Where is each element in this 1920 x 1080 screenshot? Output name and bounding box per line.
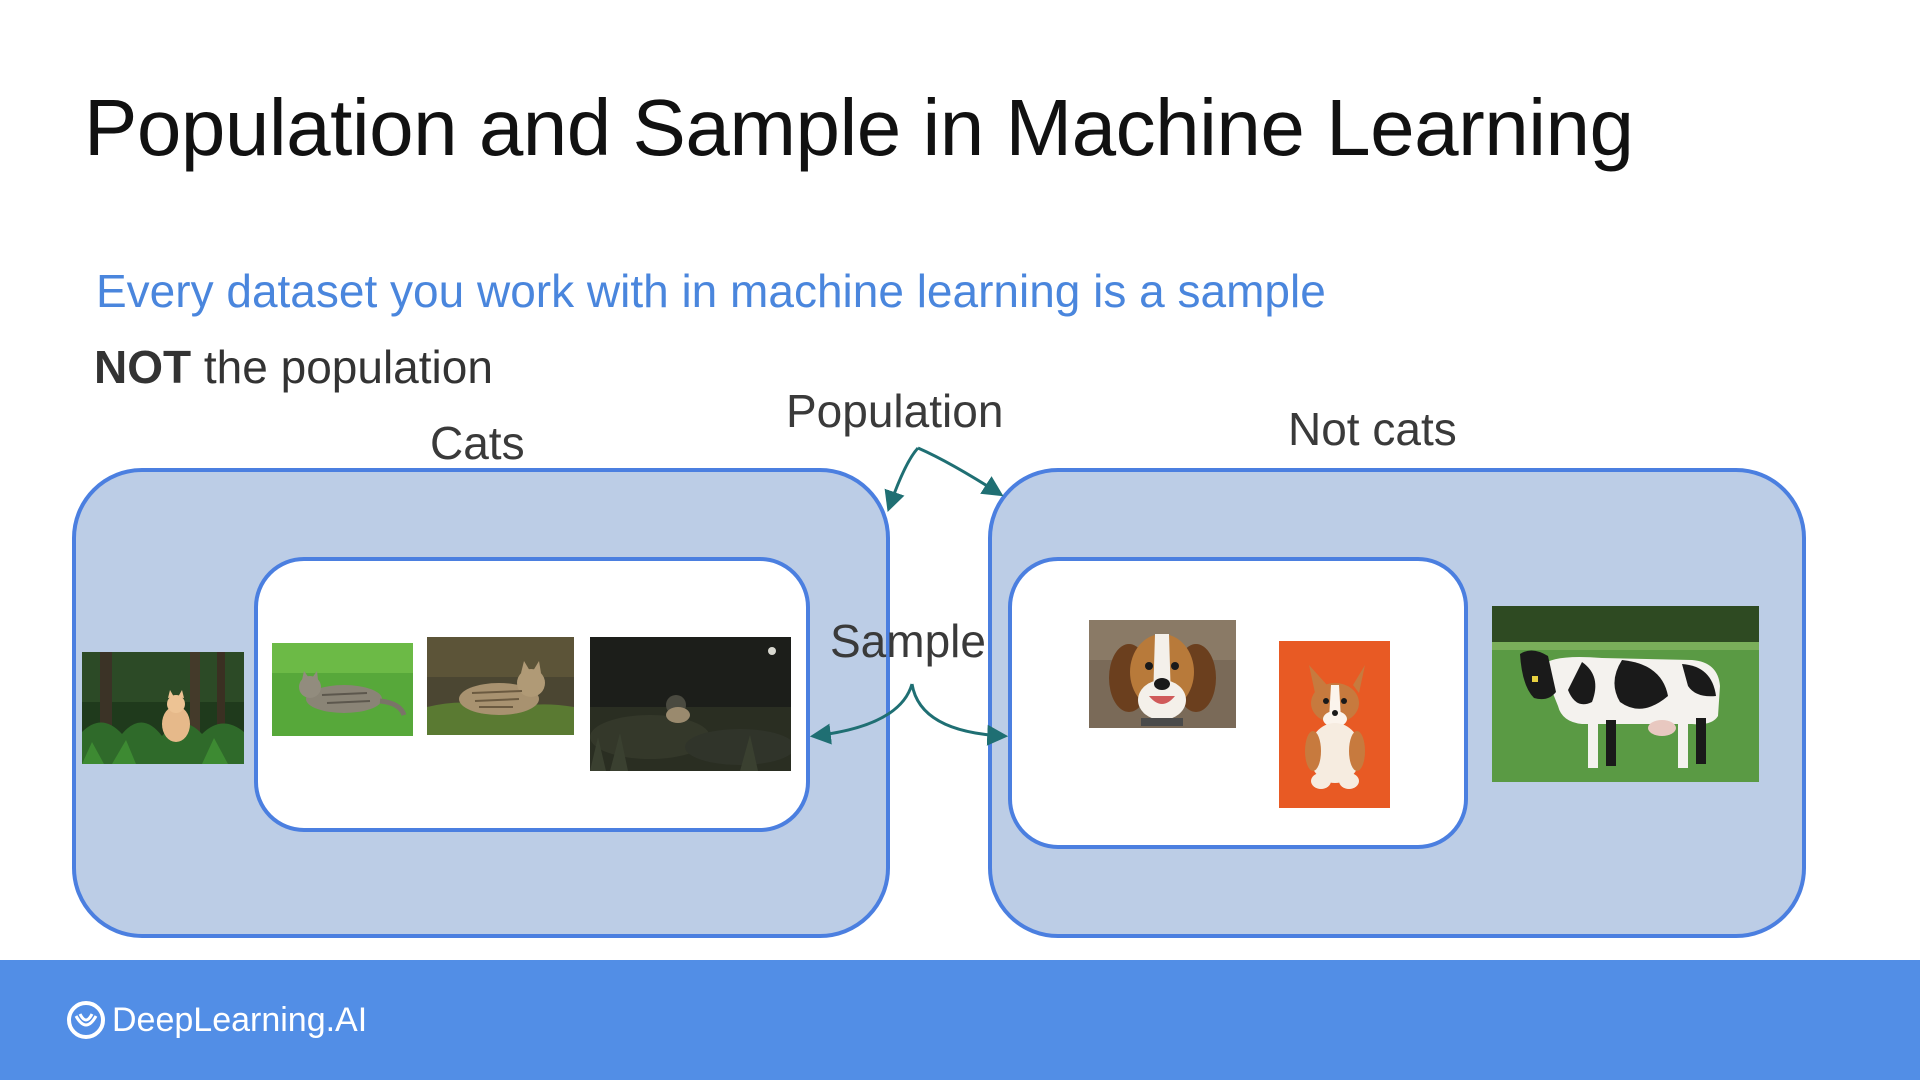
holstein-cow-photo <box>1492 606 1759 782</box>
brand-name: DeepLearning.AI <box>112 1000 368 1039</box>
cat-in-forest-photo <box>82 652 244 764</box>
sample-label: Sample <box>830 615 986 667</box>
tabby-cat-lying-photo <box>427 637 574 735</box>
population-arrow-left <box>884 446 920 512</box>
deeplearning-ai-logo-icon <box>67 1001 105 1039</box>
not-emphasis: NOT <box>94 341 192 393</box>
not-cats-label: Not cats <box>1288 403 1457 455</box>
slide-subtitle: Every dataset you work with in machine l… <box>96 265 1326 317</box>
not-population-line: NOT the population <box>94 340 493 394</box>
footer-bar <box>0 960 1920 1080</box>
corgi-puppy-photo <box>1279 641 1390 808</box>
slide-title: Population and Sample in Machine Learnin… <box>84 83 1634 172</box>
not-population-rest: the population <box>191 341 493 393</box>
population-label: Population <box>786 385 1004 437</box>
beagle-dog-photo <box>1089 620 1236 728</box>
not-cats-sample-box <box>1008 557 1468 849</box>
cat-in-dark-grass-photo <box>590 637 791 771</box>
cats-label: Cats <box>430 417 525 469</box>
cat-on-grass-photo <box>272 643 413 736</box>
population-arrow-right <box>917 446 1004 497</box>
brand-logo: DeepLearning.AI <box>66 998 367 1042</box>
